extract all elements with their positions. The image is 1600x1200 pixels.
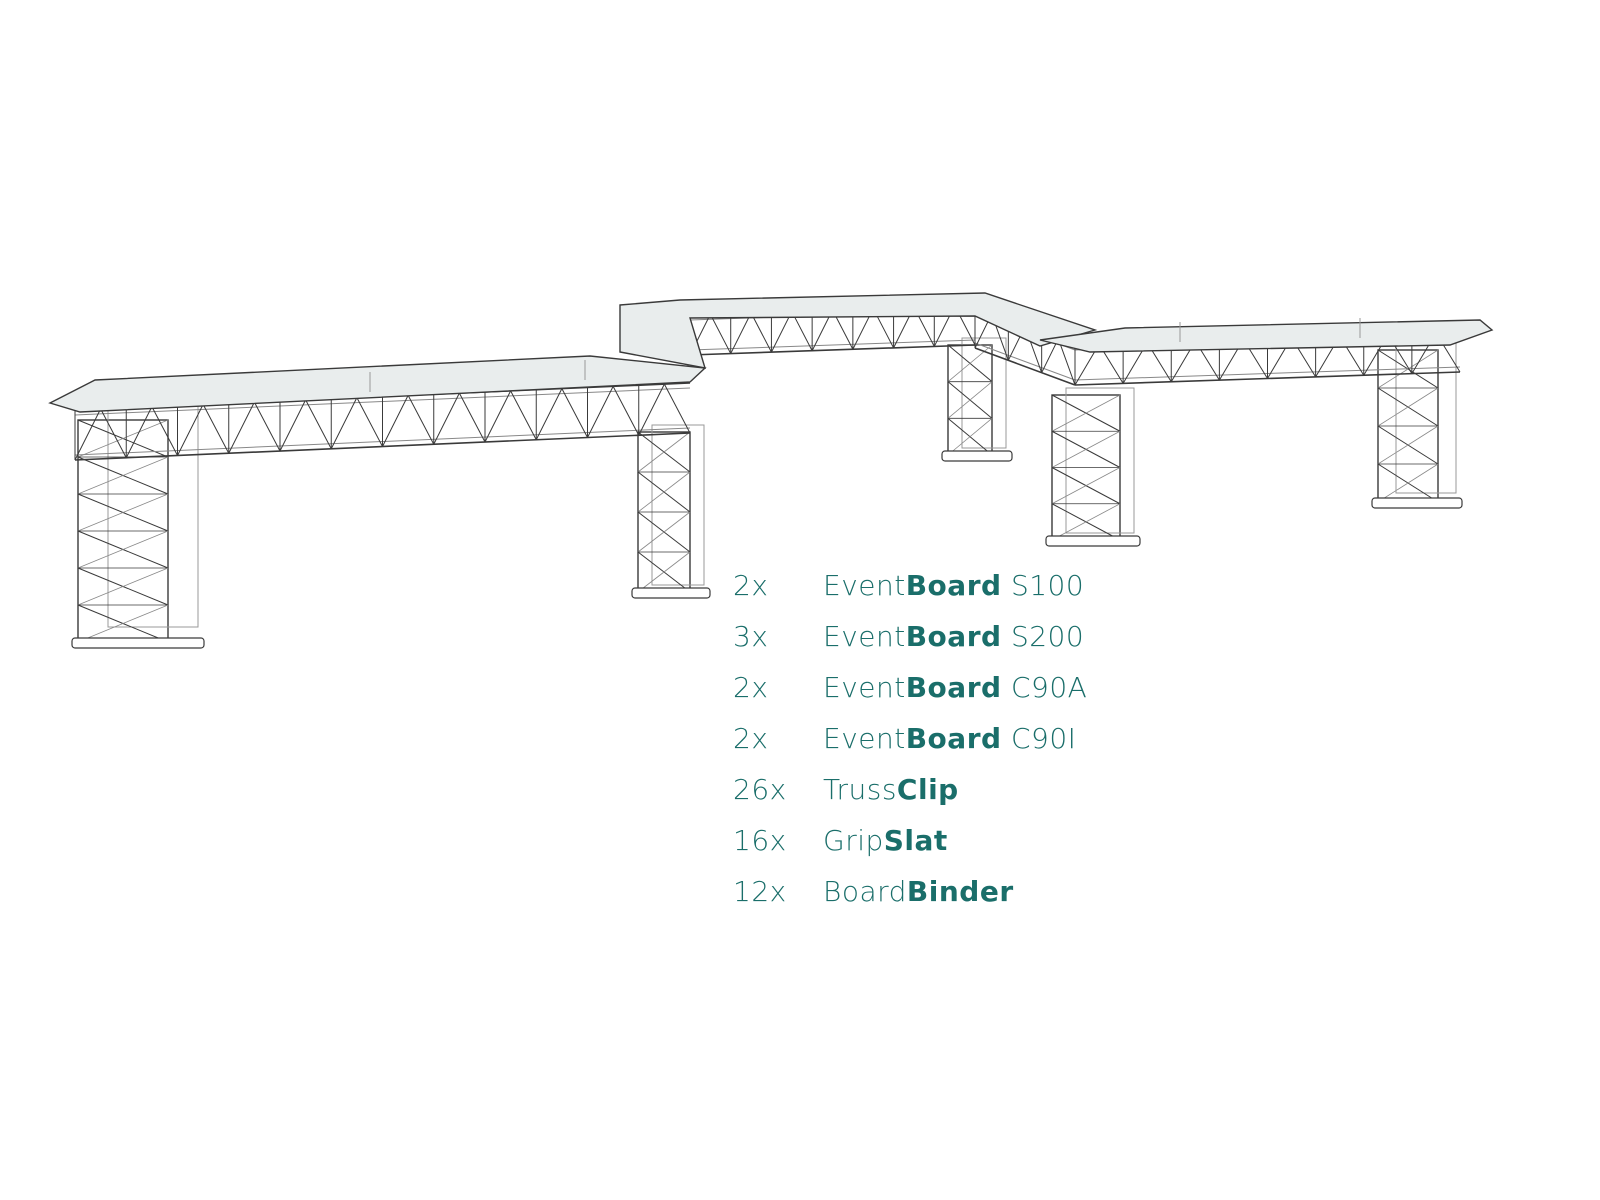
part-name: EventBoard C90A bbox=[823, 671, 1088, 704]
truss-leg-brace bbox=[1051, 503, 1121, 541]
truss-leg-base-plate bbox=[1045, 535, 1141, 547]
part-row: 3x EventBoard S200 bbox=[733, 611, 1087, 662]
part-quantity: 2x bbox=[733, 671, 769, 704]
truss-leg-brace bbox=[637, 431, 691, 473]
truss-leg-brace bbox=[1051, 467, 1121, 505]
truss-beam-left-diagonal bbox=[279, 398, 332, 452]
truss-leg-back bbox=[1395, 340, 1457, 494]
part-row: 16x GripSlat bbox=[733, 815, 1087, 866]
truss-leg-brace bbox=[637, 471, 691, 513]
event-board-right bbox=[1039, 319, 1494, 353]
part-row: 12x BoardBinder bbox=[733, 866, 1087, 917]
truss-leg-brace bbox=[77, 456, 169, 495]
truss-beam-left-diagonal bbox=[228, 401, 281, 454]
part-name: TrussClip bbox=[823, 773, 959, 806]
truss-beam-left-diagonal bbox=[535, 387, 588, 440]
truss-leg-brace bbox=[637, 511, 691, 553]
truss-beam-left-diagonal bbox=[433, 392, 486, 445]
part-row: 2x EventBoard C90I bbox=[733, 713, 1087, 764]
truss-leg-base-plate bbox=[1371, 497, 1463, 509]
truss-leg-brace bbox=[1051, 394, 1121, 432]
truss-leg-brace bbox=[77, 493, 169, 532]
truss-leg-brace bbox=[637, 551, 691, 593]
part-quantity: 3x bbox=[733, 620, 769, 653]
truss-leg-back bbox=[651, 424, 705, 586]
truss-beam-left-diagonal bbox=[177, 403, 230, 456]
part-name: EventBoard C90I bbox=[823, 722, 1077, 755]
truss-leg-brace bbox=[947, 418, 993, 456]
truss-beam-middle-bottom-chord bbox=[689, 344, 976, 356]
truss-leg-base-plate bbox=[71, 637, 205, 649]
event-board-middle bbox=[619, 292, 1098, 369]
part-quantity: 2x bbox=[733, 722, 769, 755]
truss-beam-corner-chord bbox=[974, 342, 1076, 381]
truss-leg-back bbox=[961, 337, 1007, 449]
truss-beam-corner-bottom-chord bbox=[974, 347, 1076, 386]
truss-leg-back bbox=[1065, 387, 1135, 534]
truss-leg-brace bbox=[77, 419, 169, 458]
truss-leg-base-plate bbox=[941, 450, 1013, 462]
truss-beam-left-diagonal bbox=[74, 407, 127, 461]
part-quantity: 12x bbox=[733, 875, 787, 908]
truss-beam-left-diagonal bbox=[638, 383, 691, 436]
truss-beam-left-diagonal bbox=[382, 394, 435, 447]
truss-beam-middle-chord bbox=[689, 339, 976, 351]
truss-leg-brace bbox=[1377, 387, 1439, 427]
truss-leg-brace bbox=[1377, 463, 1439, 503]
part-quantity: 26x bbox=[733, 773, 787, 806]
truss-leg-brace bbox=[1377, 425, 1439, 465]
truss-beam-left-diagonal bbox=[484, 389, 537, 443]
part-row: 2x EventBoard C90A bbox=[733, 662, 1087, 713]
truss-beam-left-diagonal bbox=[587, 385, 640, 438]
truss-leg-base-plate bbox=[631, 587, 711, 599]
part-quantity: 2x bbox=[733, 569, 769, 602]
part-name: EventBoard S200 bbox=[823, 620, 1085, 653]
event-board-left bbox=[48, 355, 707, 413]
truss-leg-brace bbox=[947, 381, 993, 419]
part-row: 2x EventBoard S100 bbox=[733, 560, 1087, 611]
truss-leg-brace bbox=[77, 530, 169, 569]
truss-leg-brace bbox=[1051, 430, 1121, 468]
truss-leg-brace bbox=[77, 604, 169, 643]
truss-leg-brace bbox=[77, 567, 169, 606]
part-name: BoardBinder bbox=[823, 875, 1014, 908]
part-quantity: 16x bbox=[733, 824, 787, 857]
part-name: GripSlat bbox=[823, 824, 948, 857]
part-row: 26x TrussClip bbox=[733, 764, 1087, 815]
part-name: EventBoard S100 bbox=[823, 569, 1085, 602]
truss-beam-left-diagonal bbox=[330, 396, 383, 449]
